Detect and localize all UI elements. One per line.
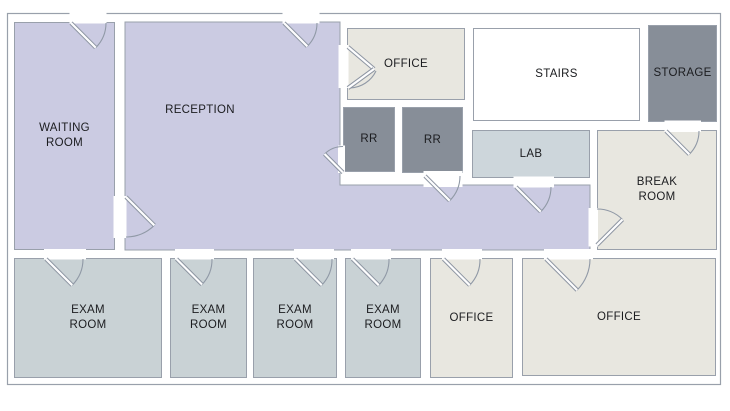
room-label: LAB (519, 147, 543, 160)
room-label: RR (423, 133, 442, 146)
door-restroom-2 (423, 171, 463, 203)
room-stairs: STAIRS (473, 28, 640, 121)
room-restroom-2: RR (402, 107, 463, 173)
room-label: EXAM ROOM (190, 304, 227, 331)
room-waiting: WAITING ROOM (14, 22, 115, 250)
door-office-top (338, 45, 377, 90)
door-waiting-entry (69, 12, 107, 50)
room-reception-area (124, 21, 591, 251)
room-exam-3: EXAM ROOM (253, 258, 337, 378)
door-restroom-1 (323, 145, 345, 174)
room-label-reception: RECEPTION (165, 104, 235, 116)
door-exam-2 (175, 249, 214, 286)
door-office-bottom-1 (442, 249, 482, 287)
room-break: BREAK ROOM (597, 130, 717, 250)
door-exam-4 (351, 249, 391, 287)
room-office-bottom-2: OFFICE (522, 258, 716, 376)
room-label: EXAM ROOM (364, 304, 402, 331)
door-lab (513, 176, 554, 214)
room-label: STORAGE (653, 67, 712, 80)
room-label: BREAK ROOM (636, 176, 678, 203)
room-restroom-1: RR (343, 107, 395, 172)
door-break-room (588, 208, 624, 247)
door-office-bottom-2 (544, 249, 593, 292)
door-reception-entry (282, 12, 320, 48)
room-label: RR (360, 133, 378, 146)
room-exam-1: EXAM ROOM (14, 258, 162, 378)
room-label: OFFICE (449, 311, 494, 324)
door-storage (664, 120, 701, 156)
room-storage: STORAGE (648, 25, 717, 122)
room-office-bottom-1: OFFICE (430, 258, 513, 378)
room-label: OFFICE (597, 310, 641, 323)
room-label: EXAM ROOM (69, 304, 107, 331)
room-exam-4: EXAM ROOM (345, 258, 421, 378)
room-label: OFFICE (384, 57, 428, 70)
door-exam-1 (44, 249, 86, 287)
door-waiting-reception (113, 195, 156, 238)
room-label: STAIRS (535, 68, 578, 81)
door-exam-3 (294, 249, 334, 287)
room-label: EXAM ROOM (276, 304, 314, 331)
room-label: WAITING ROOM (39, 122, 90, 149)
